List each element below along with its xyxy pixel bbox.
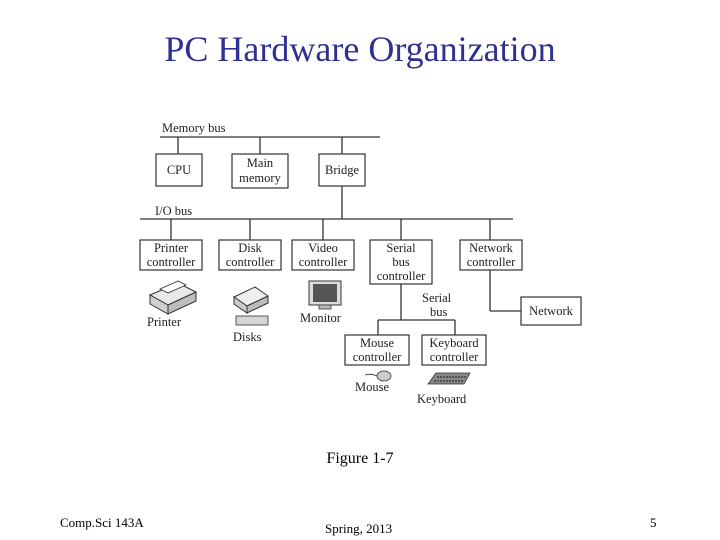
printer-controller-label-2: controller <box>147 255 196 269</box>
keyboard-controller-label-1: Keyboard <box>429 336 479 350</box>
serial-bus-controller-label-3: controller <box>377 269 426 283</box>
mouse-label: Mouse <box>355 380 389 394</box>
serial-bus-controller-box: Serial bus controller <box>369 239 433 285</box>
cpu-box: CPU <box>155 153 203 187</box>
serial-bus-controller-label-1: Serial <box>386 241 416 255</box>
main-memory-label-2: memory <box>239 171 281 185</box>
keyboard-controller-label-2: controller <box>430 350 479 364</box>
video-controller-label-2: controller <box>299 255 348 269</box>
main-memory-label-1: Main <box>247 156 274 170</box>
bridge-box: Bridge <box>318 153 366 187</box>
serial-bus-controller-label-2: bus <box>392 255 410 269</box>
bridge-label: Bridge <box>325 163 359 177</box>
monitor-icon <box>308 280 342 310</box>
disk-controller-box: Disk controller <box>218 239 282 271</box>
disks-icon <box>233 286 269 326</box>
mouse-controller-label-1: Mouse <box>360 336 394 350</box>
disk-controller-label-2: controller <box>226 255 275 269</box>
disk-controller-label-1: Disk <box>238 241 262 255</box>
footer-course: Comp.Sci 143A <box>60 515 144 530</box>
page-number: 5 <box>650 515 657 530</box>
keyboard-label: Keyboard <box>417 392 467 406</box>
keyboard-controller-box: Keyboard controller <box>421 334 487 366</box>
serial-bus-label-1: Serial <box>422 291 452 305</box>
printer-controller-box: Printer controller <box>139 239 203 271</box>
footer-term: Spring, 2013 <box>325 521 393 536</box>
mouse-controller-box: Mouse controller <box>344 334 410 366</box>
disks-label: Disks <box>233 330 262 344</box>
cpu-label: CPU <box>167 163 191 177</box>
network-box: Network <box>520 296 582 326</box>
keyboard-icon <box>427 372 471 385</box>
video-controller-label-1: Video <box>308 241 338 255</box>
network-controller-label-2: controller <box>467 255 516 269</box>
mouse-controller-label-2: controller <box>353 350 402 364</box>
memory-bus-label: Memory bus <box>162 121 226 135</box>
printer-label: Printer <box>147 315 182 329</box>
slide-title: PC Hardware Organization <box>164 29 556 69</box>
network-controller-box: Network controller <box>459 239 523 271</box>
video-controller-box: Video controller <box>291 239 355 271</box>
figure-caption: Figure 1-7 <box>326 450 394 467</box>
io-bus-label: I/O bus <box>155 204 192 218</box>
network-label: Network <box>529 304 573 318</box>
mouse-icon <box>364 370 392 382</box>
printer-controller-label-1: Printer <box>154 241 189 255</box>
main-memory-box: Main memory <box>231 153 289 189</box>
serial-bus-label-2: bus <box>430 305 448 319</box>
printer-icon <box>148 280 198 315</box>
network-controller-label-1: Network <box>469 241 513 255</box>
monitor-label: Monitor <box>300 311 342 325</box>
